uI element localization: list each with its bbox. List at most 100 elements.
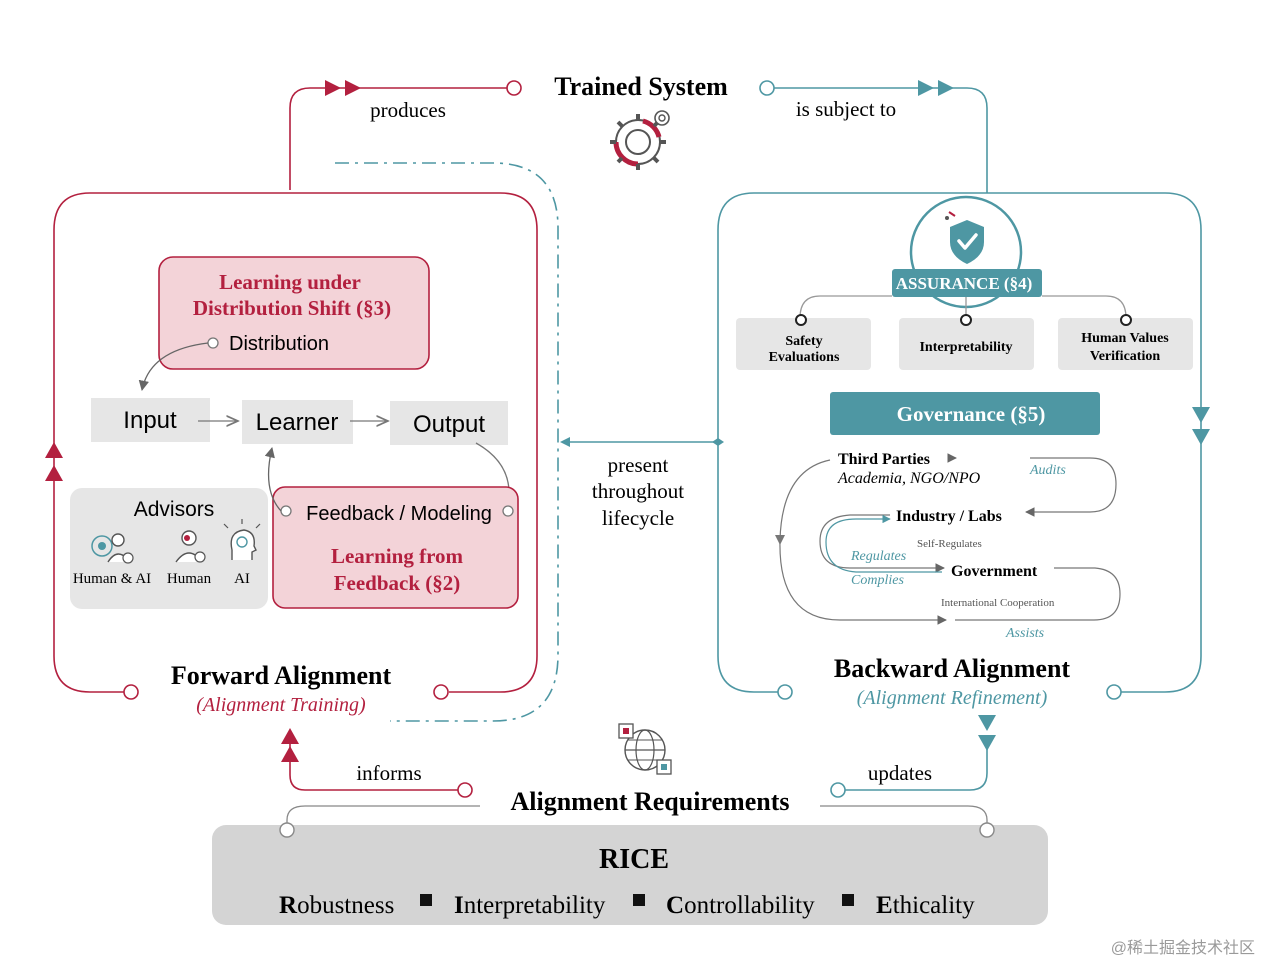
- gear-icon: [610, 110, 670, 170]
- produces-arrow-2: [345, 80, 361, 96]
- controllability-item: Controllability: [666, 892, 815, 919]
- forward-frame-left: [53, 192, 538, 693]
- controllability-rest: ontrollability: [684, 892, 815, 919]
- distribution-shift-title-1: Learning under: [219, 270, 361, 294]
- output-box: [390, 401, 508, 445]
- subject-connector: [774, 87, 988, 193]
- advisors-box: [70, 488, 268, 609]
- ethicality-initial: E: [876, 892, 893, 919]
- human-icon: [175, 530, 206, 563]
- safety-label-2: Evaluations: [769, 350, 840, 365]
- lifecycle-line-3: lifecycle: [602, 506, 674, 530]
- ethicality-rest: thicality: [893, 892, 975, 919]
- forward-up-arrow-1: [45, 442, 63, 458]
- human-values-label-1: Human Values: [1081, 331, 1169, 346]
- produces-arrow-1: [325, 80, 341, 96]
- industry-label: Industry / Labs: [896, 508, 1002, 525]
- interpretability-label: Interpretability: [919, 340, 1012, 355]
- regulates-loop-outer: [819, 514, 945, 573]
- produces-end-node: [506, 80, 522, 96]
- assists-left-arrow: [775, 535, 785, 545]
- government-label: Government: [951, 563, 1038, 580]
- feedback-to-learner-arrow: [264, 446, 282, 512]
- feedback-modeling-label: Feedback / Modeling: [306, 503, 492, 525]
- assurance-label: ASSURANCE (§4): [896, 274, 1032, 293]
- forward-alignment-title: Forward Alignment: [171, 661, 392, 690]
- rice-node-right: [979, 822, 995, 838]
- governance-header: [830, 392, 1100, 435]
- robustness-initial: R: [279, 892, 298, 919]
- informs-connector: [289, 740, 458, 791]
- updates-connector: [845, 748, 988, 791]
- safety-label-1: Safety: [785, 334, 822, 349]
- feedback-box: [272, 486, 519, 609]
- human-values-label-2: Verification: [1090, 349, 1160, 364]
- adv-human-label: Human: [167, 571, 212, 587]
- informs-label: informs: [356, 761, 421, 785]
- rice-node-left: [279, 822, 295, 838]
- assists-label: Assists: [1005, 626, 1045, 641]
- audits-label: Audits: [1029, 463, 1066, 478]
- human-values-node: [1120, 314, 1132, 326]
- rice-title: RICE: [599, 844, 669, 875]
- updates-arrow-2: [978, 735, 996, 751]
- globe-puzzle-icon: [618, 723, 672, 775]
- feedback-node-right: [502, 505, 514, 517]
- forward-node-left: [123, 684, 139, 700]
- lifecycle-dashed-loop: [335, 162, 559, 722]
- distribution-to-input-arrow: [138, 342, 209, 392]
- bullet-3: [842, 894, 854, 906]
- backward-node-left: [777, 684, 793, 700]
- ai-head-icon: [223, 519, 261, 560]
- bullet-2: [633, 894, 645, 906]
- subject-arrow-1: [918, 80, 934, 96]
- feedback-title-1: Learning from: [331, 544, 464, 568]
- distribution-shift-title-2: Distribution Shift (§3): [193, 296, 391, 320]
- academia-label: Academia, NGO/NPO: [837, 470, 981, 487]
- interpretability-item: Interpretability: [454, 892, 606, 919]
- produces-label: produces: [370, 98, 446, 122]
- third-parties-label: Third Parties: [838, 451, 930, 468]
- backward-down-arrow-1: [1192, 407, 1210, 423]
- assurance-badge: [892, 269, 1042, 297]
- feedback-title-2: Feedback (§2): [334, 571, 461, 595]
- governance-label: Governance (§5): [897, 402, 1046, 426]
- assists-right: [955, 567, 1121, 621]
- informs-arrow-2: [281, 746, 299, 762]
- human-ai-icon: [91, 533, 134, 564]
- updates-arrow-1: [978, 715, 996, 731]
- backward-node-right: [1106, 684, 1122, 700]
- lifecycle-line-2: throughout: [592, 479, 684, 503]
- robustness-item: Robustness: [279, 892, 394, 919]
- feedback-node-left: [280, 505, 292, 517]
- forward-alignment-panel: Learning under Distribution Shift (§3) D…: [45, 162, 559, 722]
- backward-alignment-title: Backward Alignment: [834, 654, 1071, 683]
- robustness-rest: obustness: [297, 892, 394, 919]
- trained-system-title: Trained System: [554, 72, 728, 101]
- forward-up-arrow-2: [45, 465, 63, 481]
- requirements-bracket: [286, 805, 988, 830]
- interpretability-node: [960, 314, 972, 326]
- bottom-section: informs updates Alignment Requirements R…: [212, 715, 1255, 957]
- human-values-box: [1058, 318, 1193, 370]
- complies-loop-inner: [825, 514, 942, 573]
- learner-box: [242, 400, 353, 444]
- informs-arrow-1: [281, 728, 299, 744]
- adv-human-ai-label: Human & AI: [73, 571, 151, 587]
- adv-ai-label: AI: [234, 571, 250, 587]
- distribution-label: Distribution: [229, 333, 329, 355]
- learner-label: Learner: [256, 409, 339, 436]
- updates-node: [830, 782, 846, 798]
- forward-alignment-subtitle: (Alignment Training): [196, 694, 366, 716]
- updates-label: updates: [868, 761, 932, 785]
- ethicality-item: Ethicality: [876, 892, 975, 919]
- interpretability-initial: I: [454, 892, 464, 919]
- audits-loop: [1025, 457, 1117, 517]
- interpretability-rest: nterpretability: [464, 892, 606, 919]
- requirements-title: Alignment Requirements: [510, 787, 789, 816]
- intl-coop-label: International Cooperation: [941, 597, 1055, 609]
- produces-connector: [289, 87, 507, 190]
- informs-node: [457, 782, 473, 798]
- subject-start-node: [759, 80, 775, 96]
